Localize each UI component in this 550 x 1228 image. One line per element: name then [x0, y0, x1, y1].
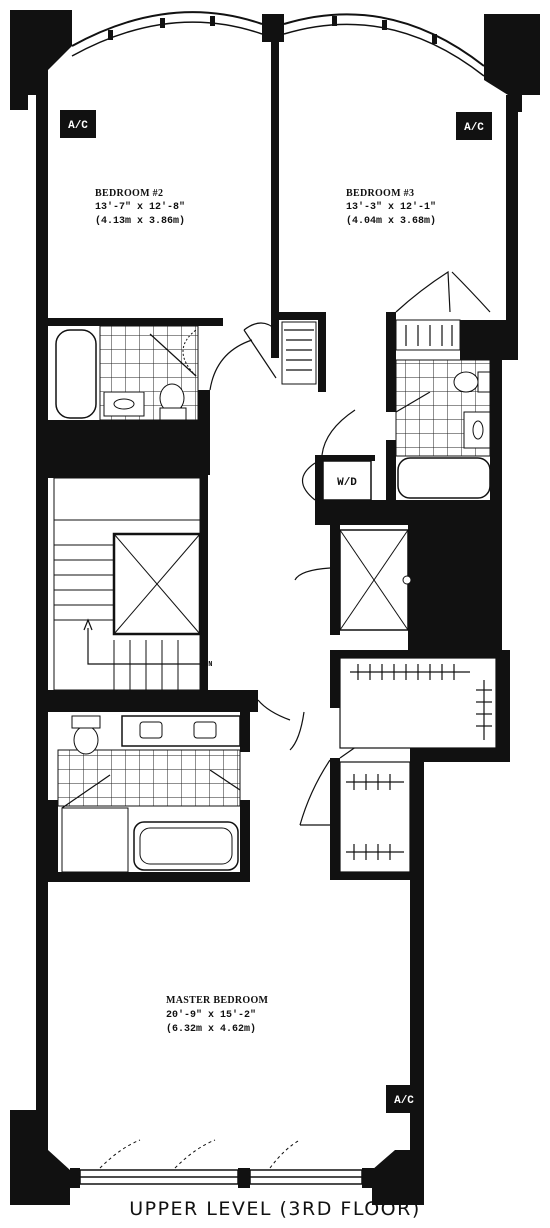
stairs [53, 477, 202, 691]
room-label-bedroom3: BEDROOM #3 13'-3" x 12'-1" (4.04m x 3.68… [346, 188, 436, 227]
master-closets [339, 657, 497, 873]
washer-dryer-closet: W/D [301, 460, 372, 501]
closet-bedroom2 [243, 321, 317, 385]
master-bathroom [57, 715, 241, 873]
bedroom3-dim-metric: (4.04m x 3.68m) [346, 215, 436, 227]
toilet-icon [73, 725, 99, 755]
master-name: MASTER BEDROOM [166, 995, 269, 1006]
bedroom3-name: BEDROOM #3 [346, 188, 414, 199]
bedroom2-dim-imperial: 13'-7" x 12'-8" [95, 201, 185, 213]
bedroom2-name: BEDROOM #2 [95, 188, 163, 199]
ac-label-master: A/C [394, 1095, 414, 1107]
bedroom2-dim-metric: (4.13m x 3.86m) [95, 215, 185, 227]
master-dim-metric: (6.32m x 4.62m) [166, 1023, 256, 1035]
closet-bedroom3 [395, 270, 491, 351]
bathtub-icon [55, 329, 97, 419]
ac-label-bedroom3: A/C [464, 122, 484, 134]
bathroom-3 [395, 359, 491, 499]
floor-caption: UPPER LEVEL (3RD FLOOR) [129, 1198, 421, 1220]
window-mullions [108, 16, 437, 44]
sink-icon [103, 391, 145, 417]
toilet-icon [453, 371, 479, 393]
linen-closet [339, 529, 412, 631]
wd-label: W/D [337, 477, 357, 489]
bathroom-2 [55, 325, 199, 421]
sink-icon [463, 411, 491, 449]
room-label-master: MASTER BEDROOM 20'-9" x 15'-2" (6.32m x … [166, 995, 269, 1035]
shower-icon [61, 807, 129, 873]
stairs-down-label: DN [204, 661, 212, 669]
room-label-bedroom2: BEDROOM #2 13'-7" x 12'-8" (4.13m x 3.86… [95, 188, 185, 227]
bathtub-icon [133, 821, 239, 871]
bedroom3-dim-imperial: 13'-3" x 12'-1" [346, 201, 436, 213]
bathtub-icon [397, 457, 491, 499]
master-dim-imperial: 20'-9" x 15'-2" [166, 1009, 256, 1021]
bottom-windows [79, 1139, 363, 1185]
ac-label-bedroom2: A/C [68, 120, 88, 132]
interior-walls [48, 38, 500, 1113]
